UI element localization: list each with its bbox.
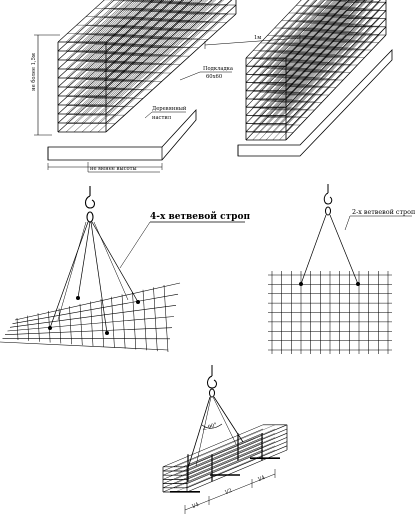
angle-label: < 90°	[202, 422, 219, 433]
dim-quarter-right-label: l/4	[258, 475, 267, 483]
flat-mesh-grid	[0, 282, 181, 353]
spacer-label: Подкладка	[203, 66, 233, 72]
dim-quarter-left-label: l/4	[192, 502, 201, 510]
two-branch-sling-scene	[268, 184, 412, 354]
sling4-label: 4-х ветвевой строп	[150, 211, 250, 222]
sling-branches-2	[300, 214, 359, 285]
mesh-stack-right	[237, 0, 393, 157]
spacer-size-label: 60х60	[206, 74, 222, 80]
height-max-label: не более 1,5м	[30, 53, 37, 91]
sling2-label: 2-х ветвевой строп	[352, 208, 415, 216]
mesh-panel-grid	[268, 271, 392, 354]
stack-layers-right	[245, 0, 387, 141]
deck-label-line1: Деревянный	[152, 106, 187, 112]
dim-half-label: l/2	[225, 488, 233, 496]
deck-label-line2: настил	[152, 115, 172, 121]
four-branch-sling-scene	[0, 186, 245, 353]
width-note-label: не менее высоты	[90, 166, 137, 172]
mesh-stack-left	[34, 0, 237, 173]
crane-hook-icon	[84, 186, 95, 223]
sling-branches-4	[49, 221, 139, 334]
crane-hook-small-icon	[323, 184, 333, 216]
length-dimension	[184, 469, 276, 514]
gap-dimension	[204, 34, 301, 49]
bundle-stack	[162, 424, 288, 493]
stack-layers-left	[57, 0, 237, 133]
bundle-lift-scene	[162, 365, 288, 514]
gap-label: 1м	[254, 35, 261, 41]
crane-hook-bottom-icon	[207, 365, 217, 398]
